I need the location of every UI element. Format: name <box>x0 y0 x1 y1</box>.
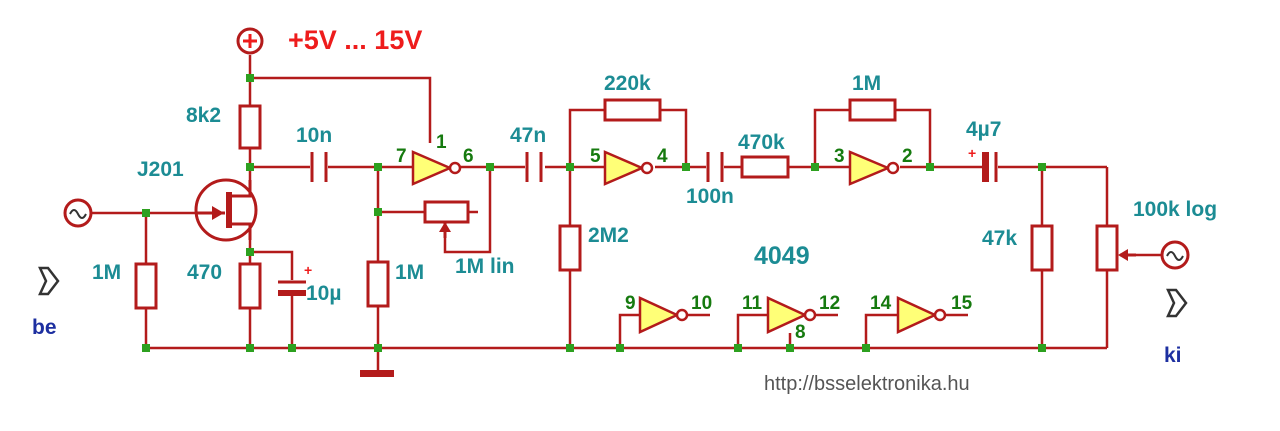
resistor-220k <box>603 98 662 122</box>
pin-8: 8 <box>795 322 806 343</box>
inverter-gate-2 <box>603 150 654 186</box>
label-100k-log: 100k log <box>1133 198 1217 221</box>
resistor-8k2 <box>238 104 262 150</box>
svg-text:+: + <box>304 262 312 278</box>
wires <box>92 55 1162 372</box>
pin-15: 15 <box>951 293 973 314</box>
label-2m2: 2M2 <box>588 224 629 247</box>
pin-4: 4 <box>657 146 668 167</box>
capacitor-10n <box>310 152 328 182</box>
label-1m-feedback: 1M <box>852 72 881 95</box>
pin-5: 5 <box>590 146 601 167</box>
label-470: 470 <box>187 261 222 284</box>
label-8k2: 8k2 <box>186 104 221 127</box>
ground-symbol <box>360 370 394 377</box>
resistor-1m-bias <box>366 260 390 308</box>
watermark-url: http://bsselektronika.hu <box>764 373 970 395</box>
capacitor-10u <box>278 280 306 296</box>
svg-text:+: + <box>968 145 976 161</box>
output-connector-icon <box>1166 288 1188 318</box>
potentiometer-100k-log <box>1095 224 1136 272</box>
capacitor-100n <box>706 152 724 182</box>
pin-2: 2 <box>902 146 913 167</box>
label-10u: 10µ <box>306 282 341 305</box>
label-220k: 220k <box>604 72 651 95</box>
pin-14: 14 <box>870 293 892 314</box>
supply-voltage-label: +5V ... 15V <box>288 25 422 55</box>
input-connector-icon <box>38 266 60 296</box>
resistor-470k <box>740 155 790 179</box>
pin-1: 1 <box>436 132 447 153</box>
jfet-j201 <box>194 178 258 242</box>
supply-plus-icon <box>236 27 264 55</box>
inverter-gate-4 <box>638 296 689 334</box>
resistor-470 <box>238 262 262 310</box>
label-47k: 47k <box>982 227 1017 250</box>
label-ic-4049: 4049 <box>754 242 810 270</box>
label-1m-gate: 1M <box>92 261 121 284</box>
label-100n: 100n <box>686 185 734 208</box>
inverter-gate-5 <box>766 296 817 334</box>
label-1m-lin: 1M lin <box>455 255 515 278</box>
pin-11: 11 <box>742 293 763 314</box>
input-signal-icon <box>63 198 93 228</box>
resistor-1m-gate <box>134 262 158 310</box>
inverter-gate-1 <box>411 150 462 186</box>
label-output-ki: ki <box>1164 344 1182 367</box>
pin-9: 9 <box>625 293 636 314</box>
label-1m-bias: 1M <box>395 261 424 284</box>
label-input-be: be <box>32 316 57 339</box>
resistor-1m-feedback <box>848 98 897 122</box>
label-470k: 470k <box>738 131 785 154</box>
pin-6: 6 <box>463 146 474 167</box>
pin-12: 12 <box>819 293 840 314</box>
resistor-47k <box>1030 224 1054 272</box>
inverter-gate-3 <box>848 150 900 186</box>
capacitor-47n <box>525 152 543 182</box>
junction-nodes <box>142 74 1046 352</box>
pin-3: 3 <box>834 146 845 167</box>
resistor-2m2 <box>558 224 582 272</box>
potentiometer-1m-lin <box>423 200 470 238</box>
label-j201: J201 <box>137 158 184 181</box>
label-10n: 10n <box>296 124 332 147</box>
pin-10: 10 <box>691 293 712 314</box>
label-4u7: 4µ7 <box>966 118 1001 141</box>
capacitor-4u7 <box>982 152 998 182</box>
output-signal-icon <box>1160 240 1190 270</box>
inverter-gate-6 <box>896 296 947 334</box>
label-47n: 47n <box>510 124 546 147</box>
pin-7: 7 <box>396 146 407 167</box>
